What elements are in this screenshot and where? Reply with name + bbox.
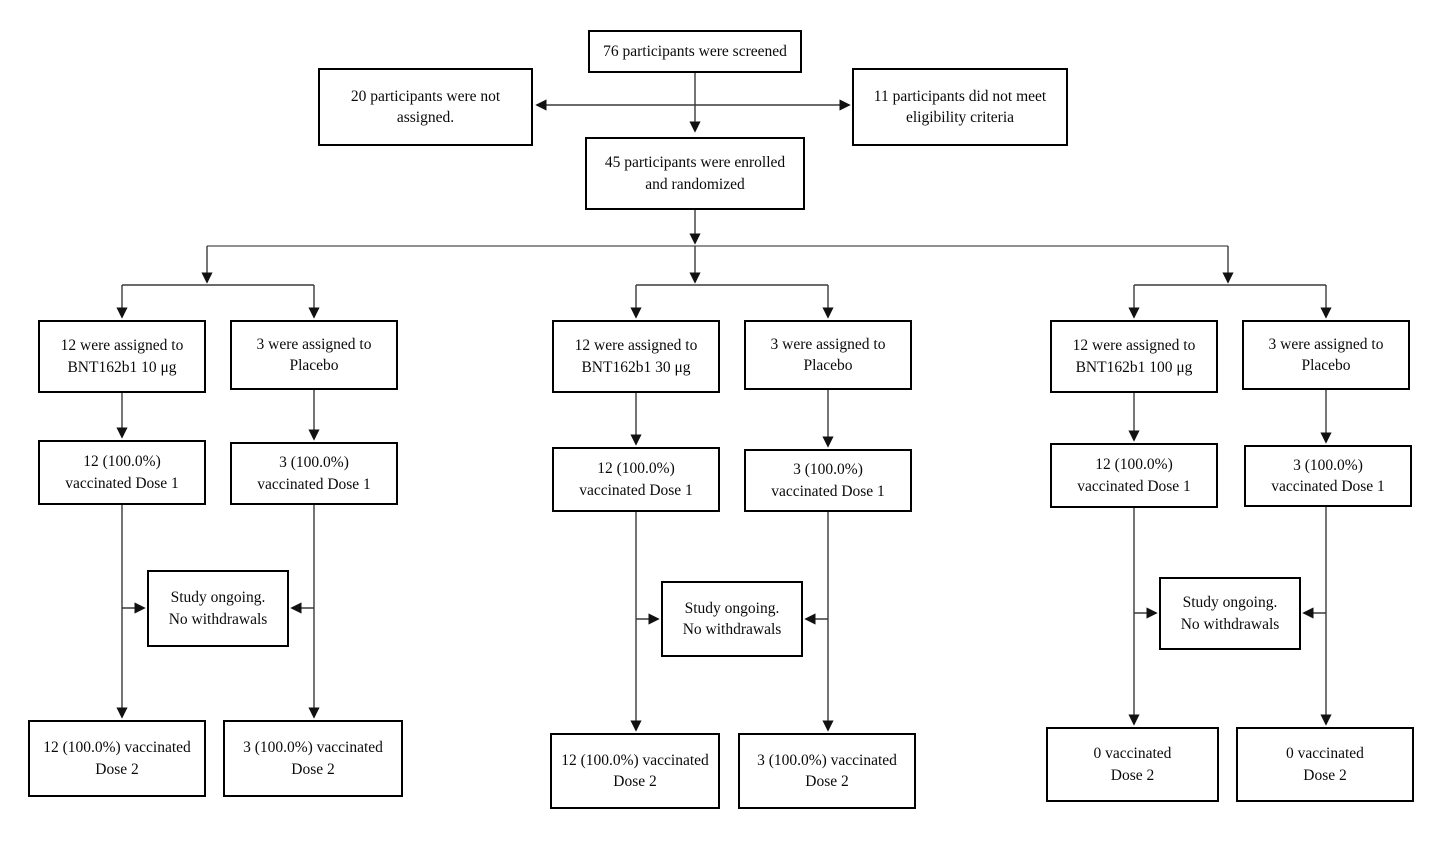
box-dose2-bnt10: 12 (100.0%) vaccinated Dose 2 [28,720,206,797]
branch-3-connectors [1128,390,1332,726]
box-dose2-bnt100: 0 vaccinated Dose 2 [1046,727,1219,802]
box-study-ongoing-1: Study ongoing. No withdrawals [147,570,289,647]
top-connectors [116,73,1332,319]
branch-1-connectors [116,390,320,719]
box-assigned-placebo-3: 3 were assigned to Placebo [1242,320,1410,390]
box-assigned-bnt10: 12 were assigned to BNT162b1 10 μg [38,320,206,393]
box-dose1-bnt10: 12 (100.0%) vaccinated Dose 1 [38,440,206,505]
box-dose1-placebo-2: 3 (100.0%) vaccinated Dose 1 [744,449,912,512]
box-dose1-bnt100: 12 (100.0%) vaccinated Dose 1 [1050,443,1218,508]
box-enrolled: 45 participants were enrolled and random… [585,137,805,210]
box-dose2-placebo-2: 3 (100.0%) vaccinated Dose 2 [738,733,916,809]
box-screened: 76 participants were screened [588,30,802,73]
box-assigned-placebo-2: 3 were assigned to Placebo [744,320,912,390]
box-study-ongoing-3: Study ongoing. No withdrawals [1159,577,1301,650]
branch-2-connectors [630,390,834,732]
box-dose2-placebo-1: 3 (100.0%) vaccinated Dose 2 [223,720,403,797]
box-dose1-bnt30: 12 (100.0%) vaccinated Dose 1 [552,447,720,512]
box-dose2-placebo-3: 0 vaccinated Dose 2 [1236,727,1414,802]
box-assigned-placebo-1: 3 were assigned to Placebo [230,320,398,390]
box-assigned-bnt30: 12 were assigned to BNT162b1 30 μg [552,320,720,393]
box-study-ongoing-2: Study ongoing. No withdrawals [661,581,803,657]
box-dose1-placebo-1: 3 (100.0%) vaccinated Dose 1 [230,442,398,505]
box-not-eligible: 11 participants did not meet eligibility… [852,68,1068,146]
box-dose1-placebo-3: 3 (100.0%) vaccinated Dose 1 [1244,445,1412,507]
box-assigned-bnt100: 12 were assigned to BNT162b1 100 μg [1050,320,1218,393]
box-not-assigned: 20 participants were not assigned. [318,68,533,146]
box-dose2-bnt30: 12 (100.0%) vaccinated Dose 2 [550,733,720,809]
